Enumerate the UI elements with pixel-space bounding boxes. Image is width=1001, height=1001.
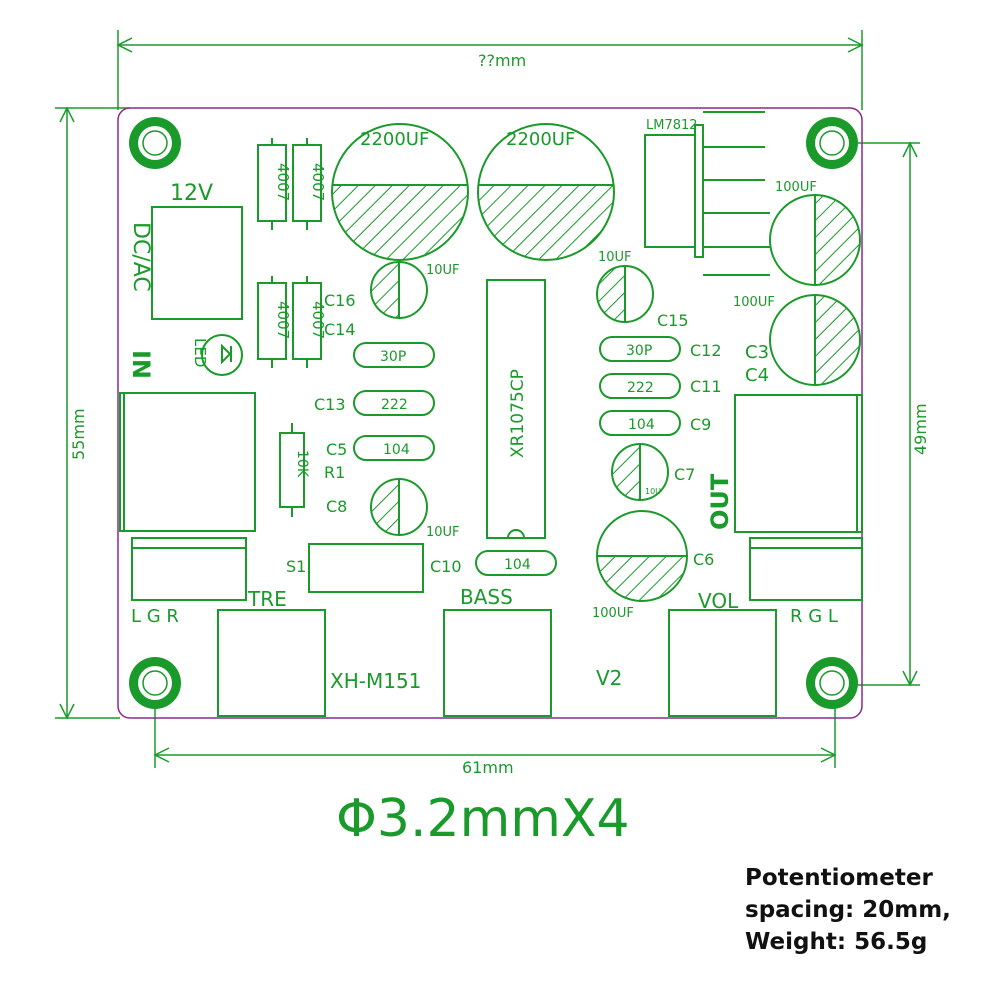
- chip-body: [486, 279, 546, 539]
- power-connector: [151, 206, 243, 320]
- cap-c10-label: 104: [504, 557, 531, 573]
- resistor-label: 10K: [294, 450, 310, 478]
- cap-c8-label: 10UF: [426, 525, 460, 540]
- cap-c11-label: 222: [627, 380, 654, 396]
- dim-bottom-label: 61mm: [462, 758, 514, 777]
- diode-label-2: 4007: [309, 163, 327, 201]
- regulator-heatsink: [703, 111, 770, 276]
- chip-label: XR1075CP: [508, 369, 528, 458]
- version-label: V2: [596, 666, 622, 690]
- led-label: LED: [191, 338, 209, 367]
- dim-right-label: 49mm: [911, 403, 930, 455]
- pot-volume: [668, 609, 777, 717]
- c14-ref: C14: [324, 320, 356, 339]
- hole-spec: Φ3.2mmX4: [336, 789, 630, 849]
- diodes: [257, 138, 322, 368]
- r1-ref: R1: [324, 463, 345, 482]
- c12-ref: C12: [690, 341, 722, 360]
- dimension-lines: [55, 30, 920, 768]
- model-label: XH-M151: [330, 669, 421, 693]
- cap-c5: [353, 435, 435, 461]
- c7-ref: C7: [674, 465, 695, 484]
- vol-label: VOL: [698, 589, 739, 613]
- output-connector: [734, 394, 863, 533]
- input-label: IN: [127, 350, 155, 379]
- cap-c5-label: 104: [383, 442, 410, 458]
- note-line-2: spacing: 20mm,: [745, 897, 951, 923]
- c13-ref: C13: [314, 395, 346, 414]
- note-line-3: Weight: 56.5g: [745, 929, 928, 955]
- cap-c12: [599, 336, 681, 362]
- s1-ref: S1: [286, 557, 306, 576]
- pot-treble: [217, 609, 326, 717]
- led: [201, 334, 243, 376]
- cap-c13: [353, 390, 435, 416]
- lgr-label: L G R: [131, 606, 179, 627]
- cap-c4-label: 100UF: [733, 295, 775, 310]
- c8-ref: C8: [326, 497, 347, 516]
- right-audio-connector: [749, 537, 863, 601]
- diode-label-1: 4007: [274, 163, 292, 201]
- cap-c6-label: 100UF: [592, 606, 634, 621]
- power-label: 12V: [170, 181, 213, 206]
- diode-label-4: 4007: [309, 301, 327, 339]
- c10-ref: C10: [430, 557, 462, 576]
- pot-bass: [443, 609, 552, 717]
- c15-ref: C15: [657, 311, 689, 330]
- note-line-1: Potentiometer: [745, 865, 933, 891]
- cap-c7-label: 10U: [645, 487, 661, 496]
- cap-c10: [475, 550, 557, 576]
- power-type-label: DC/AC: [128, 222, 153, 292]
- bass-label: BASS: [460, 585, 513, 609]
- cap-c9-label: 104: [628, 417, 655, 433]
- input-connector: [119, 392, 256, 532]
- regulator-body: [644, 134, 696, 248]
- cap-c15-label: 10UF: [598, 250, 632, 265]
- rgl-label: R G L: [790, 606, 838, 627]
- cap-c14: [353, 342, 435, 368]
- c9-ref: C9: [690, 415, 711, 434]
- cap-c13-label: 222: [381, 397, 408, 413]
- tre-label: TRE: [247, 587, 287, 611]
- c3-ref: C3: [745, 342, 769, 363]
- regulator-label: LM7812: [646, 118, 698, 133]
- left-audio-connector: [131, 537, 247, 601]
- c6-ref: C6: [693, 550, 714, 569]
- cap-c14-label: 30P: [380, 349, 406, 365]
- c16-ref: C16: [324, 291, 356, 310]
- cap-c11: [599, 373, 681, 399]
- dim-left-label: 55mm: [69, 408, 88, 460]
- spec-note: Potentiometer spacing: 20mm, Weight: 56.…: [745, 862, 995, 958]
- c5-ref: C5: [326, 440, 347, 459]
- cap-2200uf-right-label: 2200UF: [506, 129, 575, 150]
- cap-c3-label: 100UF: [775, 180, 817, 195]
- cap-2200uf-left-label: 2200UF: [360, 129, 429, 150]
- c11-ref: C11: [690, 377, 722, 396]
- diode-label-3: 4007: [274, 301, 292, 339]
- mounting-holes: [129, 117, 858, 709]
- output-label: OUT: [706, 473, 734, 530]
- dim-top-label: ??mm: [478, 51, 526, 70]
- switch-s1: [308, 543, 424, 593]
- c4-ref: C4: [745, 365, 769, 386]
- cap-c12-label: 30P: [626, 343, 652, 359]
- cap-c9: [599, 410, 681, 436]
- cap-c16-label: 10UF: [426, 263, 460, 278]
